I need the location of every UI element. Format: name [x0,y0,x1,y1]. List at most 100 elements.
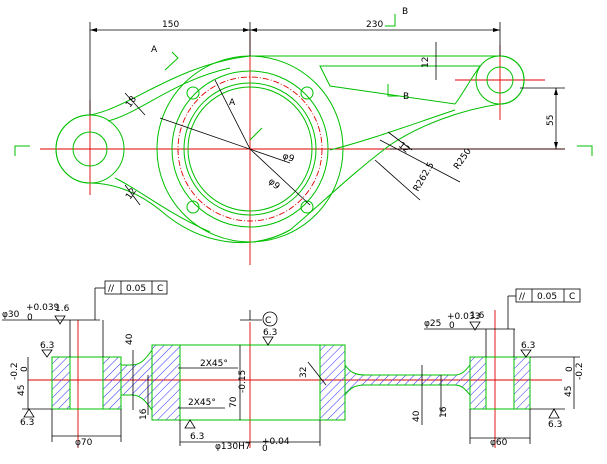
hub-dia-label-1: φ9 [281,151,296,164]
section-a-line [214,79,251,150]
gdt-left-symbol: // [108,284,115,294]
gdt-left-frame [104,280,168,295]
dim12-right-line [387,131,413,151]
dim32-label: 32 [299,367,309,378]
left-roughness-2: 6.3 [40,341,54,351]
bottom-roughness-icon [184,419,196,429]
left-roughness-2-icon [41,349,53,358]
bore-label: φ130H7 [215,442,251,452]
right-height-tol: -0.2 [575,362,585,380]
right-arm-pocket [319,65,481,105]
section-label-a2: A [229,98,236,108]
section-label-b2: B [403,92,409,102]
dim32-leader [307,361,327,386]
left-bore-tol-upper: +0.039 [26,303,60,313]
dim18-line [124,92,146,116]
bolt-circle [177,76,323,222]
r262-leader [374,159,421,201]
right-roughness-3: 6.3 [548,420,562,430]
left-height-tol: -0.2 [10,362,20,380]
left-boss-hatch-l [51,356,71,410]
right-bore-label: φ25 [424,319,441,329]
section-view: φ30 +0.039 0 1.6 // 0.05 C 6.3 6.3 45 -0… [2,280,585,454]
datum-c-circle [262,311,278,327]
dim-55-label: 55 [546,115,556,126]
bolt-hole-tl [186,86,200,100]
right-bore-tol-lower: 0 [449,321,455,331]
hub-bore-chamfer [183,82,317,216]
right-bore-tol-upper: +0.033 [447,312,480,322]
bottom-roughness: 6.3 [190,432,204,442]
right-roughness-3-icon [548,408,560,419]
right-boss-bore [486,66,514,94]
hub-outline [151,344,346,421]
bore-tol: +0.04 [262,437,290,447]
right-roughness-1-icon [469,321,481,331]
right-height-tol0: 0 [565,366,575,372]
gdt-right-frame [515,288,581,303]
chamfer-label-1: 2X45° [200,359,228,369]
center-roughness-icon [262,336,274,346]
left-40-label: 40 [125,333,135,345]
right-boss-outline [469,356,531,410]
inner-rib-upper-left [107,67,231,122]
top-view: 150 230 12 55 18 12 12 R250 R262.5 [14,7,593,265]
right-boss-hatch-l [469,356,487,410]
left-bore-label: φ30 [2,310,20,320]
phi60-label: φ60 [490,438,508,448]
dim-230-label: 230 [366,20,383,30]
section-label-a1: A [151,45,158,55]
left-16-label: 16 [139,408,149,420]
dim-12-left-label: 12 [124,187,139,202]
hub-70-tol: -0.15 [238,370,248,393]
left-bore-tol-lower: 0 [27,313,33,323]
center-roughness: 6.3 [263,328,277,338]
section-a-marker-1 [164,51,179,71]
hub-hatch-l [151,344,181,421]
left-arm-section [120,348,153,412]
dim-12-top-label: 12 [421,57,431,68]
hub-70-label: 70 [229,396,239,408]
datum-c-label: C [265,316,271,326]
left-roughness-3: 6.3 [20,418,34,428]
left-boss-hatch-r [102,356,122,410]
right-40-label: 40 [412,410,422,422]
dim-150-label: 150 [162,20,179,30]
dia-leader-2 [249,148,311,206]
chamfer-label-2: 2X45° [188,398,216,408]
section-right-marker [577,145,593,156]
hub-boss [171,70,329,228]
bolt-hole-bl [186,200,200,214]
bolt-hole-br [300,200,314,214]
left-roughness-3-icon [23,408,35,418]
right-16-label: 16 [439,406,449,418]
bore-tol0: 0 [262,444,268,454]
section-b-marker-2 [387,84,398,97]
section-left-marker [14,145,30,156]
left-boss-bore [72,131,108,167]
section-label-b1: B [402,7,408,17]
left-height-tol0: 0 [20,366,30,372]
r250-leader [379,139,461,183]
r250-label: R250 [452,147,474,172]
right-arm-rib [329,109,456,151]
dia-leader-1 [159,117,291,164]
dim-12-right-label: 12 [396,141,411,156]
right-roughness-1: 1.6 [470,311,485,321]
section-a-marker-2 [249,127,263,141]
gdt-right-datum: C [569,292,575,302]
gdt-right-symbol: // [519,292,526,302]
section-b-marker-1 [385,14,396,27]
right-boss-hatch-r [513,356,531,410]
bolt-hole-tr [300,86,314,100]
dim12-left-line [124,184,141,206]
gdt-right-value: 0.05 [537,292,557,302]
left-roughness-1: 1.6 [55,304,70,314]
right-roughness-2-icon [520,349,532,358]
hub-bore [187,86,313,212]
gdt-left-value: 0.05 [126,284,146,294]
hub-dia-label-2: φ9 [266,177,282,192]
right-arm-section [344,363,471,397]
gdt-left-datum: C [157,284,163,294]
